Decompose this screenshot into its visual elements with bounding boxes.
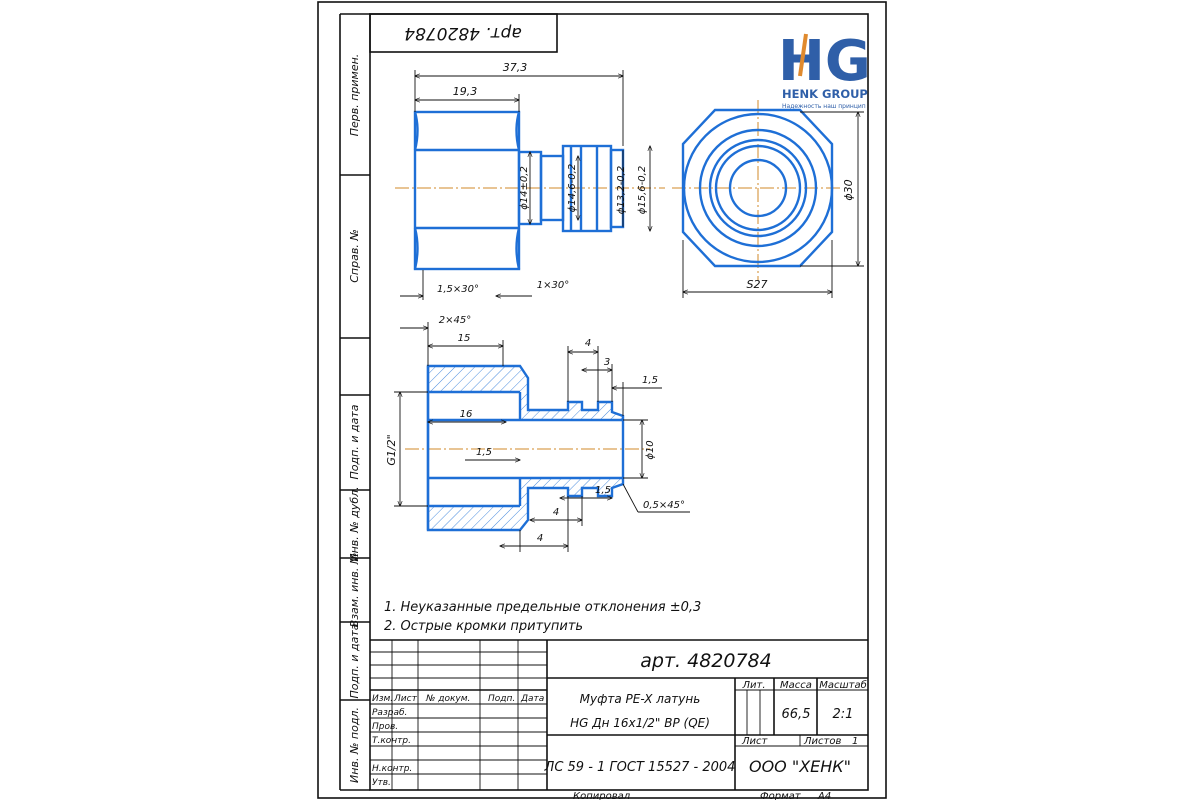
dim-len15: 15 <box>458 333 471 344</box>
dim-chamfer2: 1×30° <box>537 280 569 291</box>
inner-frame <box>369 13 869 791</box>
col-izm: Изм. <box>372 694 393 704</box>
dim-chamfer3: 2×45° <box>439 315 471 326</box>
side-label-vzam: Взам. инв. № <box>348 553 361 628</box>
format-label: Формат <box>760 791 802 800</box>
side-label-inv-podl: Инв. № подл. <box>348 707 361 783</box>
dim-wrench: S27 <box>747 278 768 291</box>
dim-d2: ϕ14,6-0,2 <box>567 164 578 212</box>
dim-len4-mid: 4 <box>553 507 559 518</box>
lit-label: Лит. <box>741 680 765 691</box>
mass-value: 66,5 <box>782 707 811 722</box>
dim-len1-5-inner: 1,5 <box>476 447 492 458</box>
scale-value: 2:1 <box>833 707 854 722</box>
row-nkontr: Н.контр. <box>372 764 412 774</box>
product-name-1: Муфта PE-X латунь <box>580 692 701 706</box>
dim-len1-5-bottom: 1,5 <box>595 485 611 496</box>
logo-letters: HG <box>778 29 871 94</box>
col-date: Дата <box>520 694 544 704</box>
side-label-inv-dubl: Инв. № дубл. <box>348 486 361 561</box>
col-list: Лист <box>393 694 418 704</box>
dim-nut-length: 19,3 <box>453 85 478 98</box>
sheet-label: Лист <box>741 736 769 747</box>
dim-diameter-10: ϕ10 <box>645 440 656 459</box>
dim-chamfer4: 0,5×45° <box>643 500 685 511</box>
dim-overall-length: 37,3 <box>503 61 528 74</box>
dim-thread: G1/2" <box>385 434 398 465</box>
product-name-2: HG Дн 16х1/2" ВР (QE) <box>570 716 710 730</box>
col-podp: Подп. <box>488 694 515 704</box>
dim-len16: 16 <box>460 409 473 420</box>
format-value: А4 <box>817 791 831 800</box>
dim-len3: 3 <box>604 357 610 368</box>
mass-label: Масса <box>780 680 812 691</box>
copied-label: Копировал <box>573 791 631 800</box>
dim-d1: ϕ14±0,2 <box>519 166 530 210</box>
sheets-label: Листов <box>803 736 841 747</box>
side-label-sprav: Справ. № <box>348 229 361 283</box>
note-1: 1. Неуказанные предельные отклонения ±0,… <box>384 600 701 615</box>
side-view: 37,3 19,3 ϕ14±0,2 ϕ14,6-0,2 ϕ13,2-0,2 ϕ1… <box>395 61 665 300</box>
doc-code: арт. 4820784 <box>640 650 771 672</box>
outer-frame <box>317 1 887 799</box>
dim-d4: ϕ15,6-0,2 <box>637 166 648 214</box>
company-logo: HG HENK GROUP Надежность наш принцип <box>778 29 871 110</box>
side-label-podp2: Подп. и дата <box>348 623 361 698</box>
side-label-podp1: Подп. и дата <box>348 404 361 479</box>
top-stamp-box <box>369 13 558 53</box>
logo-company: HENK GROUP <box>782 87 868 101</box>
sheets-value: 1 <box>852 736 858 747</box>
dim-len4-bottom: 4 <box>537 533 543 544</box>
scale-label: Масштаб <box>819 679 867 691</box>
dim-diameter-30: ϕ30 <box>842 179 855 200</box>
material: ЛС 59 - 1 ГОСТ 15527 - 2004 <box>544 760 736 775</box>
logo-tagline: Надежность наш принцип <box>782 103 866 110</box>
row-utv: Утв. <box>372 778 391 788</box>
side-labels: Перв. примен. Справ. № Подп. и дата Инв.… <box>348 54 361 783</box>
section-view: 2×45° 15 16 G1/2" 1,5 4 3 1,5 ϕ10 1,5 4 … <box>385 315 690 552</box>
note-2: 2. Острые кромки притупить <box>384 619 583 634</box>
dim-len1-5-top: 1,5 <box>642 375 658 386</box>
company-name: ООО "ХЕНК" <box>749 757 851 776</box>
row-razrab: Разраб. <box>372 708 407 718</box>
title-block: Изм. Лист № докум. Подп. Дата Разраб. Пр… <box>370 639 868 800</box>
end-view: ϕ30 S27 <box>672 100 864 298</box>
col-doc: № докум. <box>425 694 470 704</box>
dim-chamfer1: 1,5×30° <box>437 284 479 295</box>
top-stamp-text: арт. 4820784 <box>404 23 522 43</box>
dim-d3: ϕ13,2-0,2 <box>616 166 627 214</box>
dim-len4-top: 4 <box>585 338 591 349</box>
notes: 1. Неуказанные предельные отклонения ±0,… <box>384 600 701 634</box>
side-strips <box>339 13 370 791</box>
side-label-perv: Перв. примен. <box>348 54 361 137</box>
row-tkontr: Т.контр. <box>372 736 411 746</box>
row-prov: Пров. <box>372 722 398 732</box>
